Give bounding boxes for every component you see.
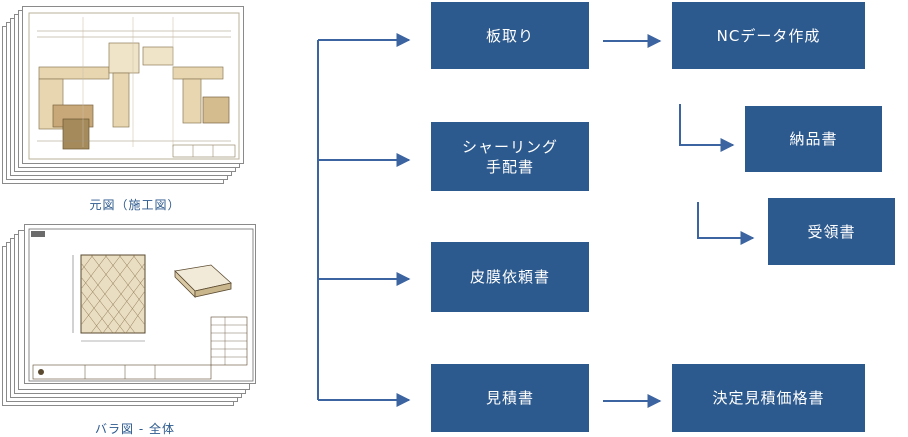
step-itatori: 板取り — [431, 2, 589, 69]
construction-drawing-thumbnail — [22, 6, 244, 164]
step-mitsumori-label: 見積書 — [485, 389, 534, 407]
step-shearing-label-line1: シャーリング — [461, 137, 558, 156]
step-shearing: シャーリング 手配書 — [431, 122, 589, 191]
step-hifuku: 皮膜依頼書 — [431, 242, 589, 312]
arrow-to-juryou — [697, 202, 755, 245]
step-itatori-label: 板取り — [485, 26, 534, 45]
parts-drawing-stack — [2, 222, 264, 412]
step-nc: NCデータ作成 — [672, 2, 865, 69]
step-juryou-label: 受領書 — [807, 222, 856, 241]
step-kettei: 決定見積価格書 — [672, 364, 865, 432]
parts-drawing-thumbnail — [24, 224, 256, 384]
step-mitsumori: 見積書 — [431, 364, 589, 432]
step-kettei-label: 決定見積価格書 — [712, 389, 825, 407]
step-hifuku-label: 皮膜依頼書 — [469, 268, 550, 286]
step-juryou: 受領書 — [768, 198, 895, 265]
construction-drawing-stack — [2, 6, 252, 188]
step-nouhin-label: 納品書 — [789, 130, 838, 148]
construction-drawing-caption: 元図（施工図） — [89, 198, 181, 212]
step-nouhin: 納品書 — [745, 106, 882, 172]
step-shearing-label-line2: 手配書 — [485, 157, 534, 176]
step-nc-label: NCデータ作成 — [716, 26, 821, 45]
parts-drawing-caption: バラ図 - 全体 — [95, 422, 175, 436]
arrow-to-nouhin — [679, 104, 735, 152]
